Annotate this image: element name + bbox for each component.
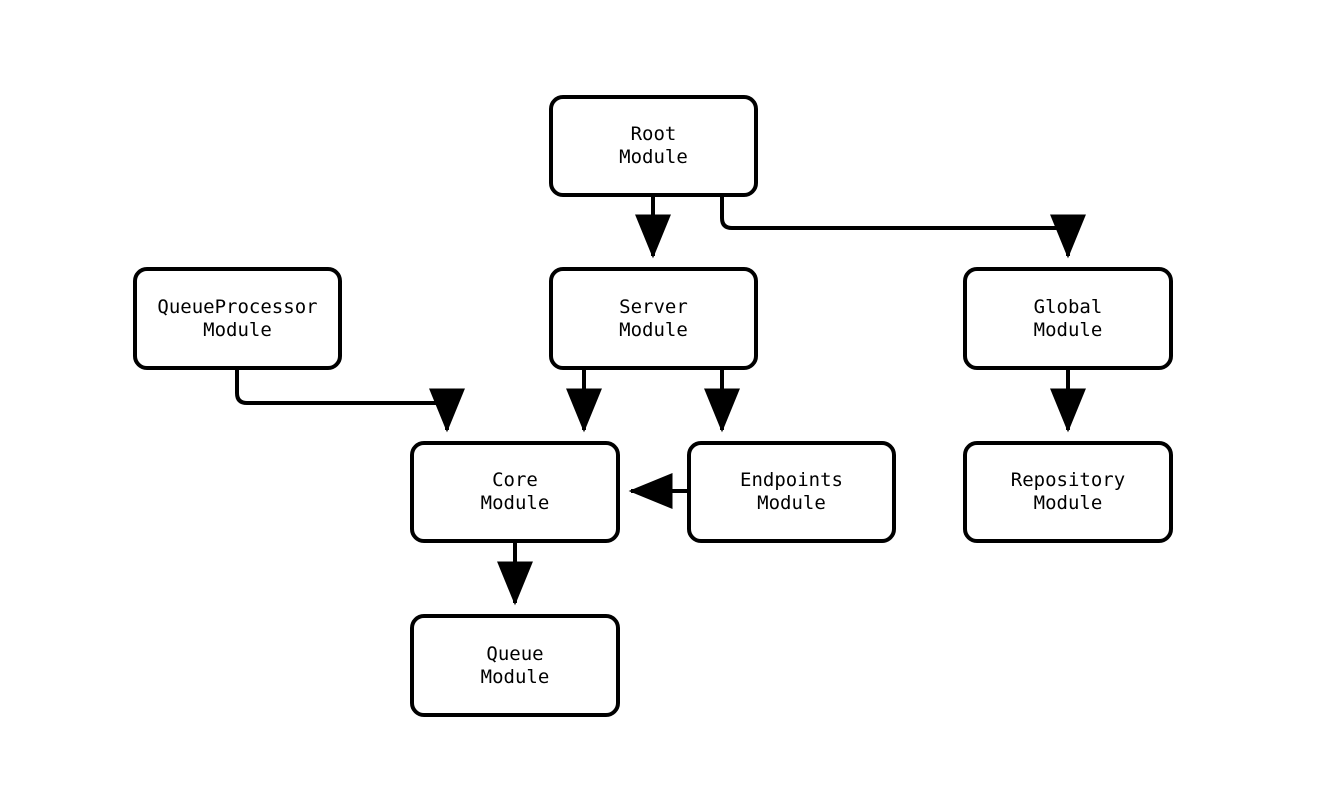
node-root-module-label-line1: Root: [630, 123, 677, 145]
node-repository-module[interactable]: Repository Module: [963, 441, 1173, 543]
node-global-module-label-line1: Global: [1033, 295, 1103, 318]
node-server-module-label-line1: Server: [619, 295, 688, 318]
node-repository-module-label-line1: Repository: [1010, 469, 1126, 491]
node-repository-module-label-line2: Module: [1033, 492, 1103, 514]
node-root-module-label-line2: Module: [619, 146, 688, 168]
node-queueprocessor-module[interactable]: QueueProcessor Module: [133, 267, 342, 370]
node-endpoints-module-label-line2: Module: [757, 492, 826, 514]
node-queue-module[interactable]: Queue Module: [410, 614, 620, 717]
node-server-module-label-line2: Module: [619, 318, 688, 341]
node-queueprocessor-module-label-line2: Module: [203, 318, 272, 341]
node-queue-module-label-line2: Module: [480, 665, 550, 688]
edge-queueprocessor-to-core: [235, 370, 465, 433]
edge-root-to-global: [720, 197, 1086, 259]
node-core-module[interactable]: Core Module: [410, 441, 620, 543]
node-endpoints-module-label-line1: Endpoints: [740, 469, 843, 491]
node-server-module[interactable]: Server Module: [549, 267, 758, 370]
node-global-module[interactable]: Global Module: [963, 267, 1173, 370]
node-queue-module-label-line1: Queue: [486, 642, 544, 665]
node-core-module-label-line2: Module: [480, 492, 550, 514]
node-global-module-label-line2: Module: [1033, 318, 1103, 341]
node-endpoints-module[interactable]: Endpoints Module: [687, 441, 896, 543]
node-root-module[interactable]: Root Module: [549, 95, 758, 197]
node-core-module-label-line1: Core: [492, 469, 538, 491]
node-queueprocessor-module-label-line1: QueueProcessor: [157, 295, 318, 318]
